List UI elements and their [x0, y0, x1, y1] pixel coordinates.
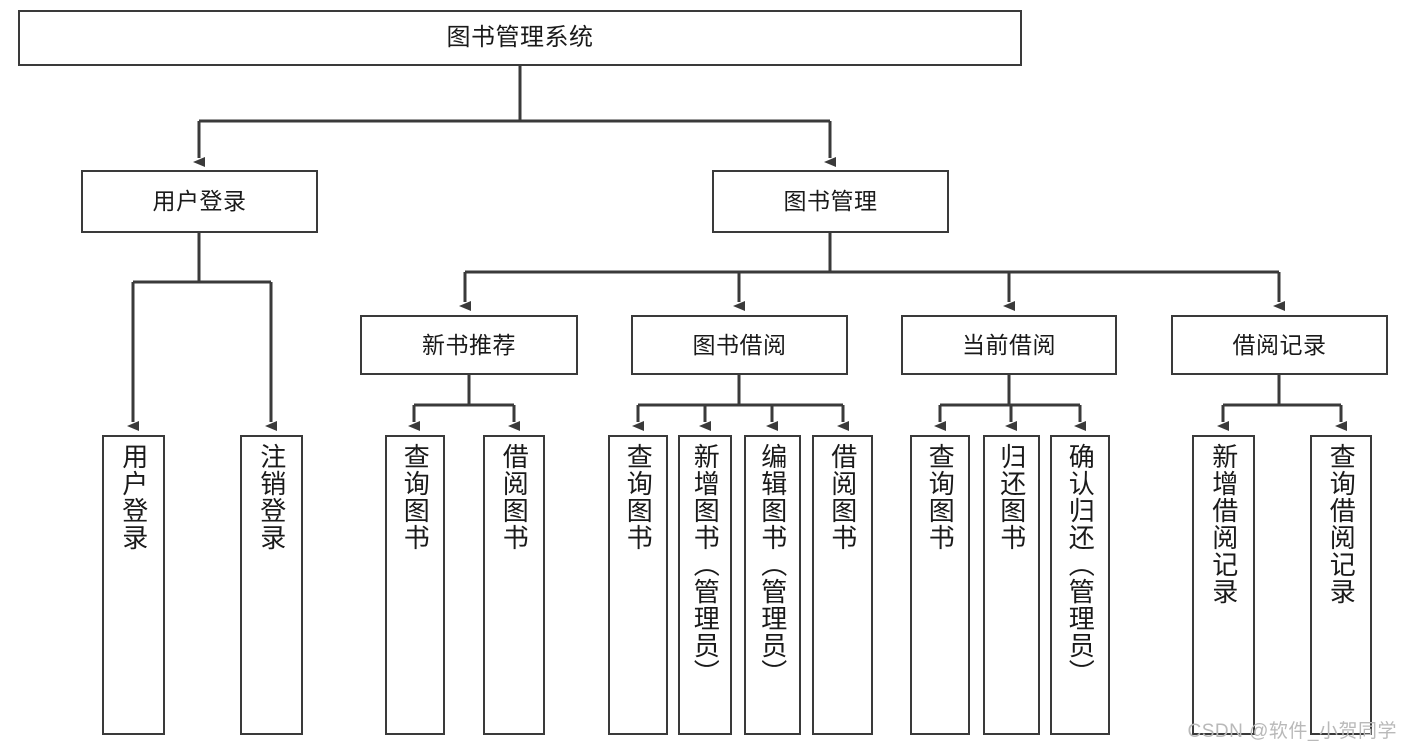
node-label: 用户登录 — [152, 188, 247, 215]
node-label: 新增借阅记录 — [1208, 443, 1239, 605]
node-user-login[interactable]: 用户登录 — [81, 170, 318, 233]
node-label: 当前借阅 — [962, 331, 1056, 358]
node-book-borrow[interactable]: 图书借阅 — [631, 315, 848, 375]
node-label: 图书管理 — [783, 188, 878, 215]
node-new-book-recommend[interactable]: 新书推荐 — [360, 315, 578, 375]
leaf-logout[interactable]: 注销登录 — [240, 435, 303, 735]
node-label: 归还图书 — [996, 443, 1027, 551]
leaf-edit-book[interactable]: 编辑图书（管理员） — [744, 435, 801, 735]
leaf-add-book[interactable]: 新增图书（管理员） — [678, 435, 732, 735]
node-label: 图书管理系统 — [446, 24, 594, 52]
node-borrow-record[interactable]: 借阅记录 — [1171, 315, 1388, 375]
node-label: 查询借阅记录 — [1326, 443, 1357, 605]
leaf-query-book-1[interactable]: 查询图书 — [385, 435, 445, 735]
node-label: 查询图书 — [925, 443, 956, 551]
leaf-add-record[interactable]: 新增借阅记录 — [1192, 435, 1255, 735]
leaf-borrow-book-1[interactable]: 借阅图书 — [483, 435, 545, 735]
leaf-query-record[interactable]: 查询借阅记录 — [1310, 435, 1372, 735]
node-label: 查询图书 — [400, 443, 431, 551]
node-label: 借阅图书 — [827, 443, 858, 551]
node-label: 图书借阅 — [692, 331, 787, 358]
leaf-query-book-3[interactable]: 查询图书 — [910, 435, 970, 735]
node-root-system[interactable]: 图书管理系统 — [18, 10, 1022, 66]
node-label: 借阅图书 — [499, 443, 530, 551]
node-book-management[interactable]: 图书管理 — [712, 170, 949, 233]
leaf-borrow-book-2[interactable]: 借阅图书 — [812, 435, 873, 735]
leaf-confirm-return[interactable]: 确认归还（管理员） — [1050, 435, 1110, 735]
leaf-user-login[interactable]: 用户登录 — [102, 435, 165, 735]
node-label: 用户登录 — [118, 443, 149, 551]
node-current-borrow[interactable]: 当前借阅 — [901, 315, 1117, 375]
leaf-query-book-2[interactable]: 查询图书 — [608, 435, 668, 735]
node-label: 借阅记录 — [1232, 331, 1327, 358]
node-label: 注销登录 — [256, 443, 287, 551]
leaf-return-book[interactable]: 归还图书 — [983, 435, 1040, 735]
node-label: 新书推荐 — [422, 331, 516, 358]
node-label: 查询图书 — [623, 443, 654, 551]
node-label: 确认归还（管理员） — [1065, 443, 1096, 686]
node-label: 新增图书（管理员） — [690, 443, 721, 686]
csdn-watermark: CSDN @软件_小贺同学 — [1187, 721, 1397, 742]
node-label: 编辑图书（管理员） — [757, 443, 788, 686]
